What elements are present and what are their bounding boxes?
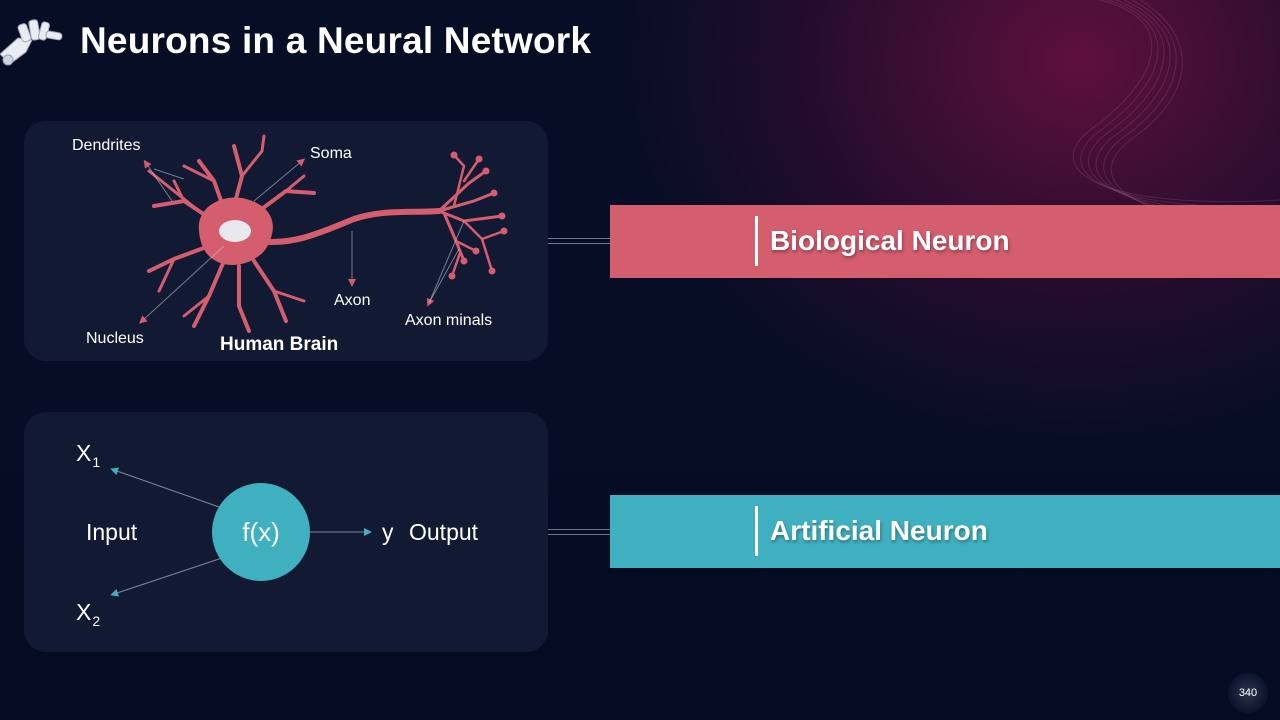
biological-neuron-panel: Dendrites Soma Nucleus Axon Axon minals … [24,121,548,361]
human-brain-caption: Human Brain [220,334,339,355]
output-y: y [382,519,394,545]
banner-artificial-neuron: Artificial Neuron [610,495,1280,568]
banner-divider [755,506,758,556]
input-x1: X1 [76,440,101,470]
label-nucleus: Nucleus [86,330,144,347]
input-label: Input [86,519,138,545]
slide-header: Neurons in a Neural Network [0,0,700,90]
neuron-illustration [139,134,508,333]
slide-title: Neurons in a Neural Network [80,20,592,61]
artificial-neuron-diagram [110,467,372,597]
label-axon-terminals: Axon minals [405,312,493,329]
artificial-neuron-panel: X1 Input X2 f(x) y Output [24,412,548,652]
banner-biological-neuron: Biological Neuron [610,205,1280,278]
output-label: Output [409,519,479,545]
banner-divider [755,216,758,266]
robot-hand-icon [0,19,63,66]
nucleus-shape [219,220,251,242]
activation-function-node: f(x) [212,483,310,581]
input-x2: X2 [76,599,101,629]
label-axon: Axon [334,292,371,309]
decorative-waves [1072,0,1280,230]
label-dendrites: Dendrites [72,137,141,154]
page-number: 340 [1228,673,1268,713]
banner-biological-text: Biological Neuron [770,225,1010,256]
label-soma: Soma [310,145,352,162]
banner-artificial-text: Artificial Neuron [770,515,988,546]
